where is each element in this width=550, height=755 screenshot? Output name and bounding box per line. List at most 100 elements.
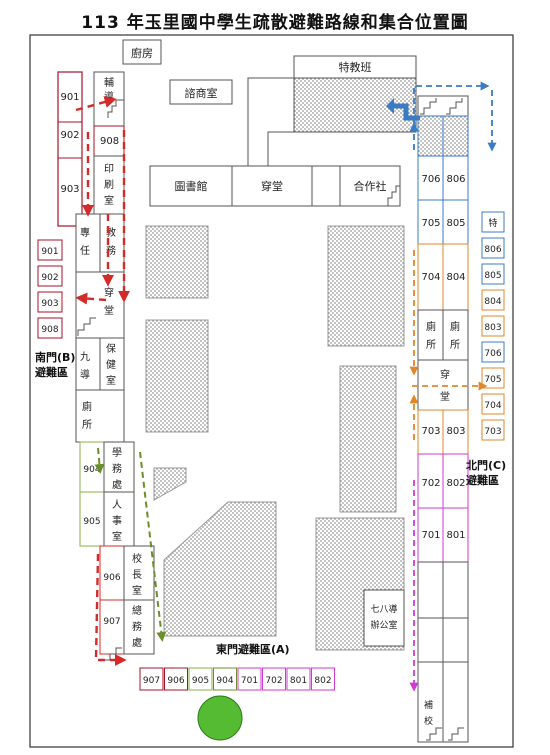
route-red-west (75, 96, 130, 305)
class-902: 902 (60, 130, 79, 141)
east-small-804: 804 (484, 297, 501, 307)
east-small-703: 703 (484, 427, 501, 437)
corridor-w-1: 穿 (104, 286, 114, 299)
coop-label: 合作社 (354, 179, 387, 193)
general-3: 處 (132, 636, 142, 649)
west-class-column: 901 902 903 (57, 71, 83, 227)
kitchen-room (122, 39, 162, 65)
court-4 (339, 365, 397, 513)
bottom-box-701 (237, 667, 262, 691)
court-1 (145, 225, 209, 299)
class-806: 806 (446, 174, 465, 185)
north-zone-1: 北門(C) (466, 459, 507, 472)
remedial-1: 補 (424, 699, 433, 711)
map-title: 113 年玉里國中學生疏散避難路線和集合位置圖 (81, 13, 469, 33)
corridor-label: 穿堂 (261, 179, 283, 193)
principal-2: 長 (132, 569, 142, 581)
bottom-box-801 (286, 667, 311, 691)
campus-boundary (29, 34, 514, 748)
principal-1: 校 (132, 552, 142, 565)
general-1: 總 (132, 604, 142, 617)
corridor-w-2: 堂 (104, 305, 114, 317)
library-row (149, 165, 401, 207)
toilet-e1-1: 廁 (426, 320, 436, 333)
library-label: 圖書館 (175, 179, 208, 193)
east-small-box-803 (481, 315, 505, 337)
class-901: 901 (60, 92, 79, 103)
class-802: 802 (446, 478, 465, 489)
route-blue (409, 81, 497, 152)
bottom-box-702 (262, 667, 286, 691)
bottom-class-906: 906 (167, 676, 184, 686)
printing-1: 印 (104, 163, 114, 175)
remedial-2: 校 (424, 715, 433, 727)
printing-2: 刷 (104, 179, 114, 191)
bottom-class-702: 702 (265, 676, 282, 686)
court-tri (153, 467, 187, 501)
stairs-coop (387, 185, 400, 206)
nine-guide-2: 導 (80, 368, 90, 381)
class-704: 704 (421, 272, 440, 283)
personnel-2: 事 (112, 514, 122, 527)
office-78-room (363, 589, 405, 647)
route-red-south (94, 553, 127, 666)
south-zone-2: 避難區 (35, 366, 68, 379)
east-small-box-703 (481, 419, 505, 441)
health-1: 保 (106, 342, 116, 355)
toilet-e1-2: 所 (426, 339, 436, 351)
east-small-805: 805 (484, 271, 501, 281)
south-zone-label: 南門(B) 避難區 (35, 350, 75, 380)
academic-1: 教 (106, 226, 116, 239)
small-901: 901 (41, 247, 58, 257)
student-affairs-2: 務 (112, 462, 122, 475)
east-small-705: 705 (484, 375, 501, 385)
class-705: 705 (421, 218, 440, 229)
east-small-box-706 (481, 341, 505, 363)
printing-3: 室 (104, 194, 114, 207)
east-building: 706 806 705 805 704 804 廁 所 廁 所 穿 堂 703 … (417, 95, 469, 743)
east-small-803: 803 (484, 323, 501, 333)
class-908: 908 (100, 136, 119, 147)
class-903: 903 (60, 184, 79, 195)
office-78-label-2: 辦公室 (370, 619, 397, 631)
class-804: 804 (446, 272, 465, 283)
class-803: 803 (446, 426, 465, 437)
class-906: 906 (103, 573, 120, 583)
east-small-806: 806 (484, 245, 501, 255)
counseling-label: 諮商室 (185, 86, 218, 100)
bottom-box-905 (188, 667, 213, 691)
bottom-class-801: 801 (290, 676, 307, 686)
counseling-room (169, 79, 233, 105)
bottom-class-802: 802 (314, 676, 331, 686)
bottom-box-906 (164, 667, 188, 691)
student-affairs-3: 處 (112, 478, 122, 491)
toilet-e2-1: 廁 (450, 320, 460, 333)
bottom-class-904: 904 (216, 676, 233, 686)
health-2: 健 (106, 359, 116, 371)
class-701: 701 (421, 530, 440, 541)
blue-bend (394, 103, 420, 121)
bottom-class-701: 701 (241, 676, 258, 686)
small-903: 903 (41, 299, 58, 309)
office-78-label-1: 七八導 (370, 603, 397, 615)
special-e-label: 特 (488, 217, 497, 229)
academic-2: 務 (106, 244, 116, 257)
east-small-706: 706 (484, 349, 501, 359)
east-gate-zone-label: 東門避難區(A) (216, 643, 290, 656)
guidance-label-1: 輔 (104, 76, 114, 89)
class-706: 706 (421, 174, 440, 185)
principal-3: 室 (132, 584, 142, 597)
east-small-box-805 (481, 263, 505, 285)
general-2: 務 (132, 620, 142, 633)
toilet-e2-2: 所 (450, 339, 460, 351)
east-small-box-806 (481, 237, 505, 259)
court-3 (327, 225, 405, 347)
bottom-box-907 (139, 667, 164, 691)
personnel-1: 人 (112, 499, 122, 511)
small-908: 908 (41, 325, 58, 335)
south-zone-1: 南門(B) (35, 351, 76, 364)
bottom-box-904 (213, 667, 237, 691)
bottom-class-905: 905 (192, 676, 209, 686)
class-905: 905 (83, 517, 100, 527)
